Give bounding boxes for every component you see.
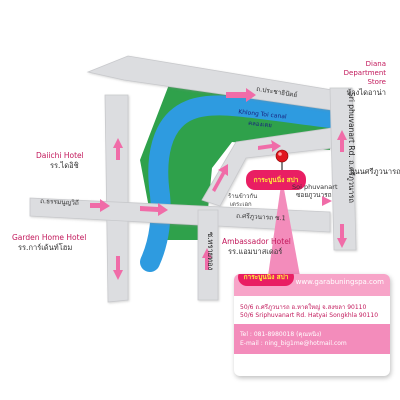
road-label-east: Sri phuvanart Rd. ถ.ศรีภูวนารถ [347, 92, 356, 203]
daiichi-hotel-label-th: รร.ไดอิชิ [50, 161, 79, 170]
email[interactable]: E-mail : ning_big1me@hotmail.com [240, 340, 347, 347]
spa-logo-map: การะบูนนิ่ง สปา [246, 170, 306, 190]
arrow-north-road [226, 88, 256, 102]
diana-store-label-line1: Diana [365, 60, 386, 68]
shop-label-line2: เตระเอก [230, 201, 252, 208]
arrow-mid-up [202, 248, 212, 270]
road-east [329, 87, 357, 251]
diana-store-label-th: ห้างไดอาน่า [346, 88, 386, 97]
arrow-west-up [113, 138, 123, 160]
daiichi-hotel-label-en: Daiichi Hotel [36, 151, 84, 160]
diana-store-label-line3: Store [367, 78, 386, 86]
garden-home-hotel-label-th: รร.การ์เด้นท์โฮม [18, 243, 73, 252]
garden-home-hotel-label-en: Garden Home Hotel [12, 233, 87, 242]
contact-card: การะบูนนิ่ง สปา www.garabuningspa.com 50… [234, 274, 390, 376]
arrow-horizontal-2 [90, 199, 110, 212]
arrow-soi [322, 196, 332, 206]
arrow-horizontal-1 [140, 203, 168, 216]
road-label-mid-vertical: ซ.ทรายทอง [206, 232, 215, 271]
location-pin-icon [275, 149, 289, 172]
arrow-east-down [337, 224, 347, 248]
diana-store-label-line2: Department [343, 69, 386, 77]
arrow-east-up [337, 130, 347, 152]
spa-logo-card: การะบูนนิ่ง สปา [238, 274, 294, 286]
arrow-west-down [113, 256, 123, 280]
soi-label-th: ซอยภูวนารถ [296, 191, 332, 199]
contact-box: Tel : 081-8980018 (คุณหนิง) E-mail : nin… [234, 324, 390, 354]
website-link[interactable]: www.garabuningspa.com [295, 278, 384, 286]
arrow-diagonal [212, 164, 228, 192]
ambassador-hotel-label-en: Ambassador Hotel [222, 237, 291, 246]
shop-label-line1: ร้านข้าวกัน [228, 193, 258, 200]
soi-label-en: Soi phuvanart [292, 183, 338, 191]
telephone: Tel : 081-8980018 (คุณหนิง) [240, 331, 322, 338]
address-th: 50/6 ถ.ศรีภูวนารถ อ.หาดใหญ่ จ.สงขลา 9011… [240, 304, 367, 311]
arrow-inner-road [258, 140, 281, 152]
address-en: 50/6 Sriphuvanart Rd. Hatyai Songkhla 90… [240, 312, 379, 319]
card-pointer [268, 178, 300, 276]
ambassador-hotel-label-th: รร.แอมบาสเดอร์ [228, 247, 283, 256]
road-label-east-th: ถนนศรีภูวนารถ [350, 167, 400, 176]
